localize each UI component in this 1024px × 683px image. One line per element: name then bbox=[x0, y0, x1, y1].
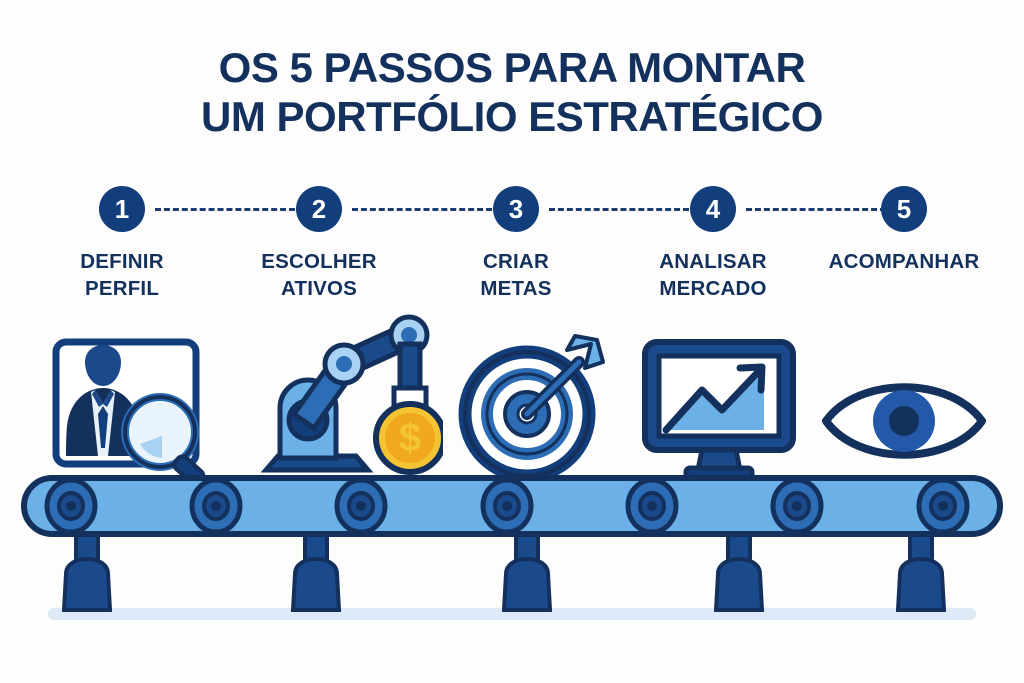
belt-legs bbox=[61, 526, 947, 612]
title-line-2: UM PORTFÓLIO ESTRATÉGICO bbox=[201, 92, 823, 140]
belt-rollers bbox=[44, 477, 970, 535]
step-label-3: CRIAR METAS bbox=[480, 250, 552, 301]
step-number-badge-5: 5 bbox=[881, 186, 927, 232]
step-number-badge-2: 2 bbox=[296, 186, 342, 232]
step-4[interactable]: 4 ANALISAR MERCADO bbox=[613, 186, 813, 302]
step-number-badge-4: 4 bbox=[690, 186, 736, 232]
step-label-2: ESCOLHER ATIVOS bbox=[261, 250, 377, 301]
target-arrow-icon bbox=[455, 332, 620, 484]
step-number-badge-1: 1 bbox=[99, 186, 145, 232]
eye-icon bbox=[818, 368, 990, 474]
step-label-5: ACOMPANHAR bbox=[828, 250, 980, 273]
title-line-1: OS 5 PASSOS PARA MONTAR bbox=[218, 44, 806, 91]
page-title: OS 5 PASSOS PARA MONTAR UM PORTFÓLIO EST… bbox=[0, 44, 1024, 141]
step-2[interactable]: 2 ESCOLHER ATIVOS bbox=[219, 186, 419, 302]
profile-search-icon bbox=[50, 336, 230, 487]
connector-3-4 bbox=[549, 208, 689, 211]
robot-arm-coin-icon: $ bbox=[248, 310, 447, 482]
step-label-1: DEFINIR PERFIL bbox=[80, 250, 164, 301]
connector-2-3 bbox=[352, 208, 492, 211]
steps-row: 1 DEFINIR PERFIL 2 ESCOLHER ATIVOS 3 CRI… bbox=[0, 186, 1024, 316]
step-number-badge-3: 3 bbox=[493, 186, 539, 232]
step-3[interactable]: 3 CRIAR METAS bbox=[416, 186, 616, 302]
connector-1-2 bbox=[155, 208, 295, 211]
step-label-4: ANALISAR MERCADO bbox=[659, 250, 767, 301]
coin-symbol: $ bbox=[399, 416, 421, 460]
conveyor-belt bbox=[0, 470, 1024, 645]
step-5[interactable]: 5 ACOMPANHAR bbox=[804, 186, 1004, 275]
connector-4-5 bbox=[746, 208, 886, 211]
monitor-chart-icon bbox=[640, 338, 800, 486]
step-1[interactable]: 1 DEFINIR PERFIL bbox=[22, 186, 222, 302]
